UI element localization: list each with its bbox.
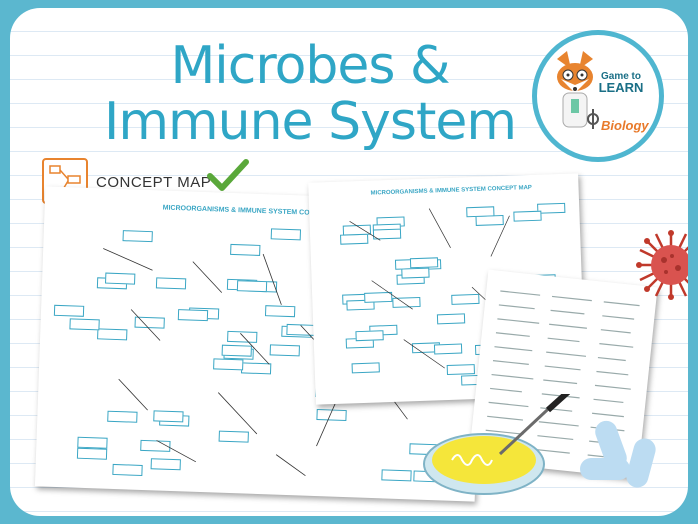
virus-icon	[636, 230, 688, 300]
petri-dish-icon	[423, 394, 571, 495]
badge-line-1: Game to	[600, 71, 641, 82]
concept-map-label: CONCEPT MAP	[96, 174, 212, 191]
fox-mascot-icon	[557, 51, 599, 129]
badge-subject: Biology	[601, 118, 649, 133]
badge-line-2: LEARN	[598, 80, 644, 95]
title-line-1: Microbes &	[170, 36, 450, 96]
key-terms-list	[468, 269, 658, 479]
game-to-learn-badge: Game to LEARN Biology	[532, 30, 664, 162]
key-terms-lines	[484, 290, 640, 459]
title-line-2: Immune System	[104, 92, 517, 152]
checkmark-icon	[207, 159, 249, 191]
card-frame: Microbes & Immune System Game to LEARN B…	[10, 8, 688, 516]
badge-text: Game to LEARN	[596, 71, 646, 95]
bacteria-pill-icon	[580, 420, 656, 488]
